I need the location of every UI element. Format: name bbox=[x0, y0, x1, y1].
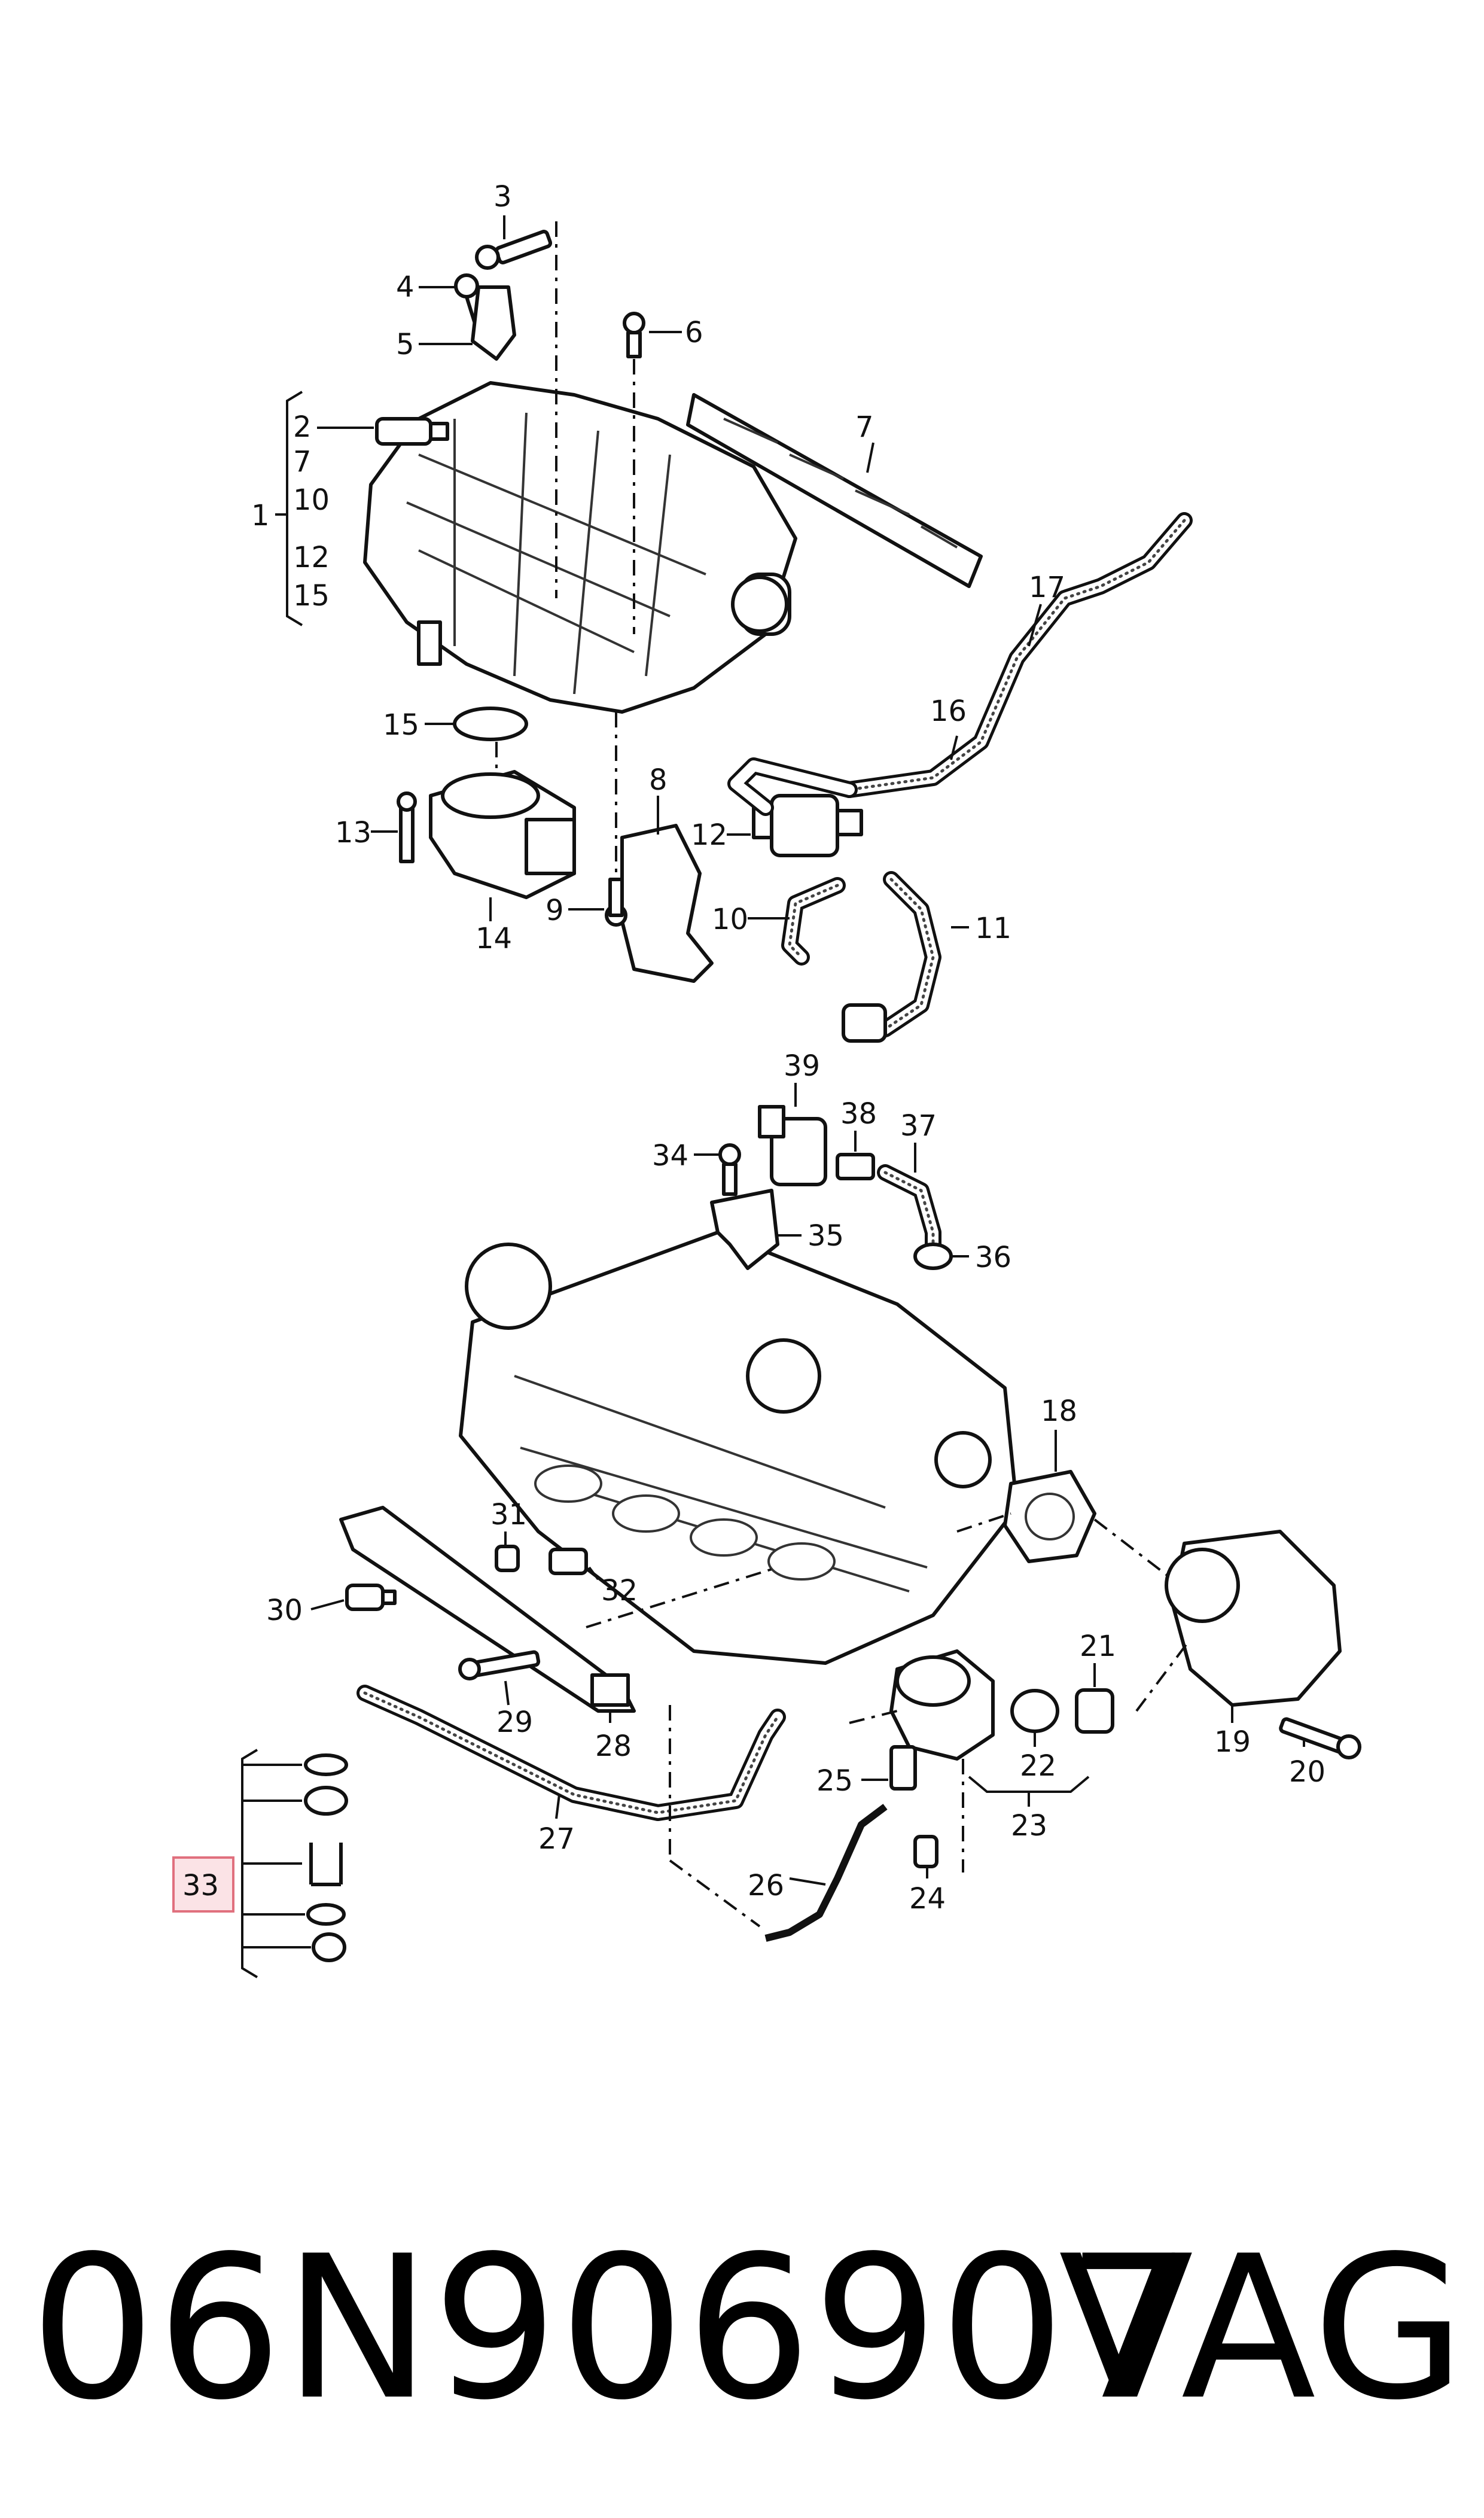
label-33: 33 bbox=[182, 1869, 219, 1902]
hose-11 bbox=[842, 871, 941, 1043]
label-13: 13 bbox=[335, 816, 371, 850]
label-34: 34 bbox=[652, 1139, 688, 1173]
label-21: 21 bbox=[1080, 1630, 1116, 1663]
label-9: 9 bbox=[546, 894, 564, 927]
label-7: 7 bbox=[855, 410, 874, 444]
bottom-leader-lines bbox=[310, 1083, 1305, 1928]
label-28: 28 bbox=[595, 1730, 632, 1763]
label-2: 2 bbox=[293, 410, 312, 444]
label-12: 12 bbox=[691, 818, 727, 852]
footer: 06N906907 VAG bbox=[30, 2213, 1465, 2465]
label-10: 10 bbox=[712, 903, 748, 936]
vacuum-pump-19 bbox=[1165, 1530, 1342, 1707]
seal-kit-33 bbox=[241, 1749, 348, 1978]
brand-name: VAG bbox=[1058, 2213, 1465, 2443]
bracket-item-15: 15 bbox=[293, 579, 330, 613]
bolt-6 bbox=[623, 312, 645, 358]
sensor-2 bbox=[375, 417, 449, 446]
label-11: 11 bbox=[975, 912, 1011, 945]
bolt-20 bbox=[1279, 1717, 1361, 1759]
label-4: 4 bbox=[396, 270, 415, 304]
gasket-18 bbox=[1003, 1470, 1096, 1563]
o-ring-22 bbox=[1010, 1689, 1059, 1733]
highlight-box-33 bbox=[172, 1856, 234, 1913]
cylinder-head bbox=[459, 1231, 1019, 1665]
throttle-body-14 bbox=[429, 770, 576, 899]
label-39: 39 bbox=[784, 1049, 820, 1083]
fuel-line-27 bbox=[356, 1685, 786, 1821]
bracket-item-12: 12 bbox=[293, 541, 330, 574]
label-32: 32 bbox=[601, 1574, 638, 1607]
bracket-item-2: 7 bbox=[293, 445, 312, 479]
label-26: 26 bbox=[748, 1869, 784, 1902]
label-38: 38 bbox=[840, 1097, 877, 1131]
label-31: 31 bbox=[490, 1498, 527, 1531]
bracket-8 bbox=[620, 824, 714, 983]
o-ring-15 bbox=[453, 707, 528, 741]
label-29: 29 bbox=[496, 1706, 533, 1739]
valve-39 bbox=[758, 1105, 827, 1186]
part-number: 06N906907 bbox=[30, 2213, 1193, 2443]
injector-32 bbox=[548, 1548, 588, 1575]
hose-10 bbox=[781, 877, 846, 966]
bracket-item-10: 10 bbox=[293, 483, 330, 517]
bolt-34 bbox=[718, 1143, 741, 1196]
label-23: 23 bbox=[1011, 1809, 1047, 1843]
label-16: 16 bbox=[930, 695, 967, 728]
label-1: 1 bbox=[251, 499, 270, 532]
label-19: 19 bbox=[1214, 1725, 1251, 1759]
bracket-35 bbox=[710, 1189, 779, 1270]
top-leader-lines bbox=[317, 215, 1042, 928]
label-37: 37 bbox=[900, 1109, 937, 1143]
fuel-line-26 bbox=[764, 1804, 888, 1942]
label-20: 20 bbox=[1289, 1755, 1325, 1789]
label-5: 5 bbox=[396, 328, 415, 361]
label-27: 27 bbox=[538, 1822, 575, 1856]
bolt-13 bbox=[397, 791, 417, 863]
seal-31 bbox=[495, 1545, 520, 1572]
label-14: 14 bbox=[476, 922, 512, 955]
sensor-5 bbox=[471, 285, 516, 361]
bolt-3 bbox=[475, 230, 553, 270]
pressure-sensor-30 bbox=[345, 1584, 397, 1611]
tappet-21 bbox=[1075, 1688, 1114, 1734]
label-17: 17 bbox=[1029, 571, 1065, 604]
label-15: 15 bbox=[383, 708, 419, 742]
part-labels: 1 2 3 4 5 6 7 7 10 12 15 17 16 15 8 13 1… bbox=[182, 180, 1325, 1916]
label-36: 36 bbox=[975, 1241, 1011, 1274]
bolt-24 bbox=[913, 1835, 938, 1868]
fuel-rail-28 bbox=[339, 1506, 636, 1713]
label-30: 30 bbox=[266, 1594, 303, 1627]
clamp-36 bbox=[913, 1243, 953, 1270]
label-22: 22 bbox=[1020, 1749, 1056, 1783]
label-25: 25 bbox=[816, 1764, 853, 1798]
label-8: 8 bbox=[649, 763, 668, 797]
intake-manifold bbox=[363, 381, 797, 714]
bolt-9 bbox=[605, 878, 627, 927]
high-pressure-pump bbox=[889, 1649, 995, 1761]
fitting-38 bbox=[836, 1153, 875, 1180]
label-3: 3 bbox=[493, 180, 512, 214]
label-35: 35 bbox=[807, 1219, 844, 1253]
manifold-gasket bbox=[686, 393, 983, 588]
bolt-29 bbox=[458, 1650, 541, 1680]
hose-16-17 bbox=[727, 512, 1193, 816]
bracket-1 bbox=[275, 391, 303, 626]
union-25 bbox=[889, 1745, 917, 1791]
label-24: 24 bbox=[909, 1882, 946, 1916]
label-6: 6 bbox=[685, 316, 703, 349]
label-18: 18 bbox=[1041, 1395, 1077, 1428]
